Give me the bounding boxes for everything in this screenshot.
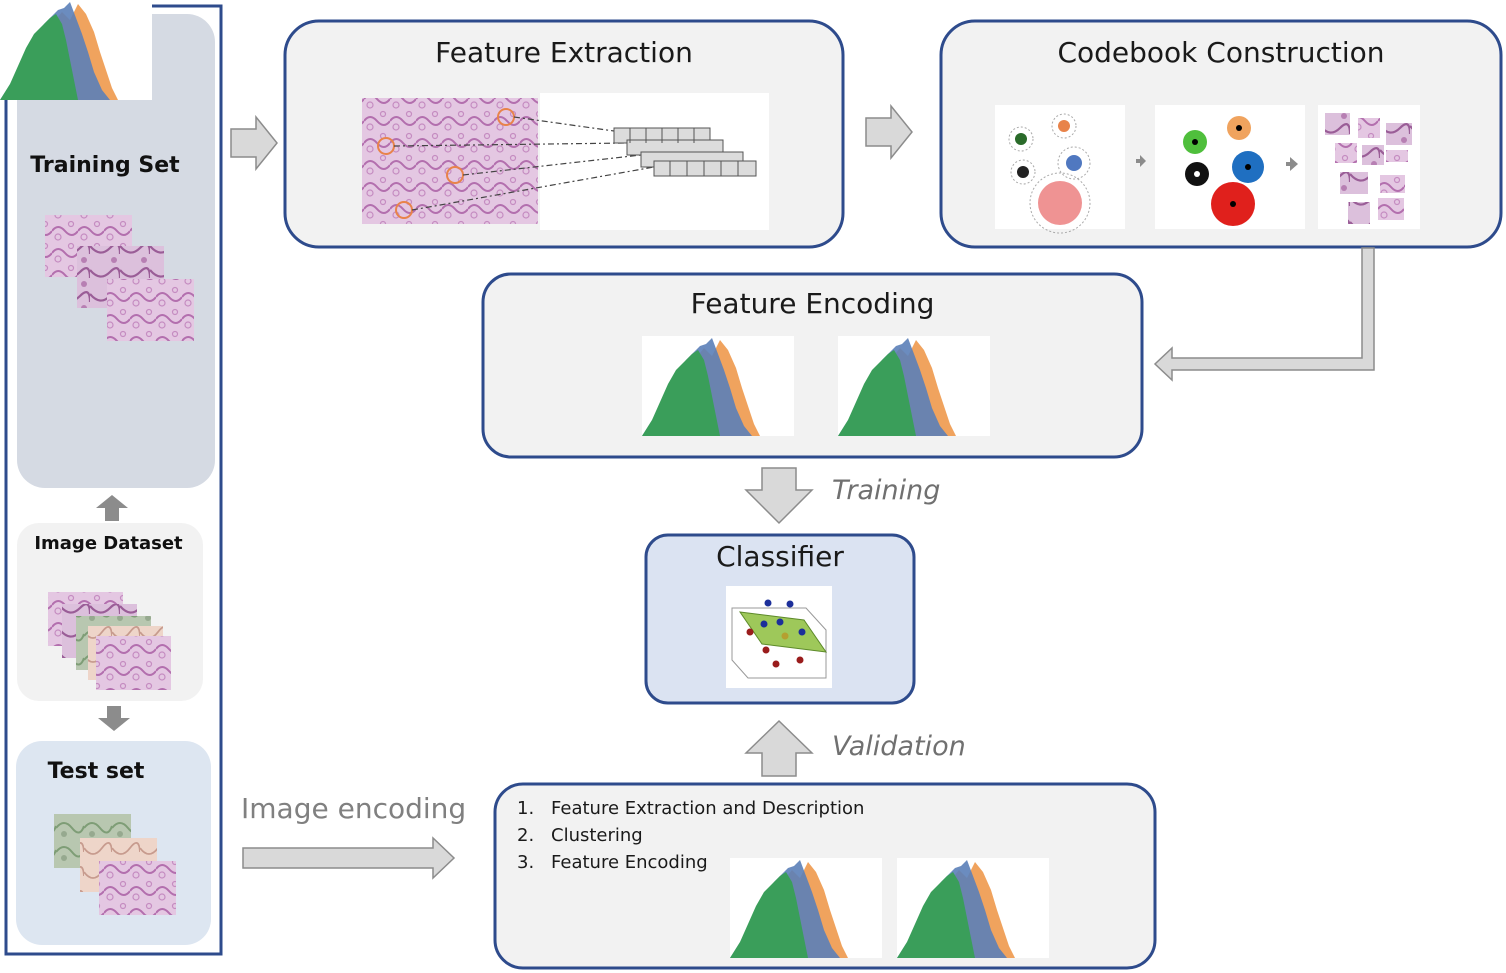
dataset-images-icon: [48, 592, 171, 690]
visual-words-illustration: [1318, 105, 1420, 229]
up-arrow-icon: [96, 495, 128, 521]
training-set-label: Training Set: [30, 153, 180, 178]
arrow-to-feature-extraction: [230, 114, 278, 172]
small-arrow-icon-2: [1290, 157, 1298, 171]
arrow-to-feature-encoding: [1153, 247, 1375, 382]
classifier-title: Classifier: [716, 540, 844, 573]
list-item: 1.Feature Extraction and Description: [517, 798, 865, 819]
validation-label: Validation: [832, 731, 966, 762]
histogram-icon-4: [897, 858, 1049, 958]
training-images-icon: [45, 215, 194, 341]
test-images-icon: [54, 814, 176, 915]
feature-encoding-title: Feature Encoding: [690, 287, 935, 320]
codewords-illustration: [1155, 105, 1305, 229]
training-label: Training: [832, 475, 941, 506]
arrow-training: [744, 467, 814, 525]
clustering-illustration: [995, 105, 1125, 234]
down-arrow-icon: [98, 706, 130, 731]
arrow-to-codebook: [865, 103, 913, 161]
codebook-construction-title: Codebook Construction: [1057, 36, 1385, 69]
list-item: 3.Feature Encoding: [517, 852, 708, 873]
encoding-steps-list: 1.Feature Extraction and Description 2.C…: [517, 795, 864, 876]
histogram-icon: [0, 0, 152, 100]
histogram-icon-2: [838, 336, 990, 436]
histogram-icon-1: [642, 336, 794, 436]
test-set-label: Test set: [47, 759, 145, 784]
svm-plot-icon: [726, 586, 832, 688]
arrow-image-encoding: [242, 836, 456, 880]
feature-extraction-title: Feature Extraction: [435, 36, 693, 69]
arrow-validation: [744, 719, 814, 777]
list-item: 2.Clustering: [517, 825, 643, 846]
small-arrow-icon: [1140, 155, 1146, 167]
feature-extraction-illustration: [362, 93, 769, 230]
image-encoding-label: Image encoding: [241, 792, 467, 825]
image-dataset-label: Image Dataset: [34, 533, 183, 554]
